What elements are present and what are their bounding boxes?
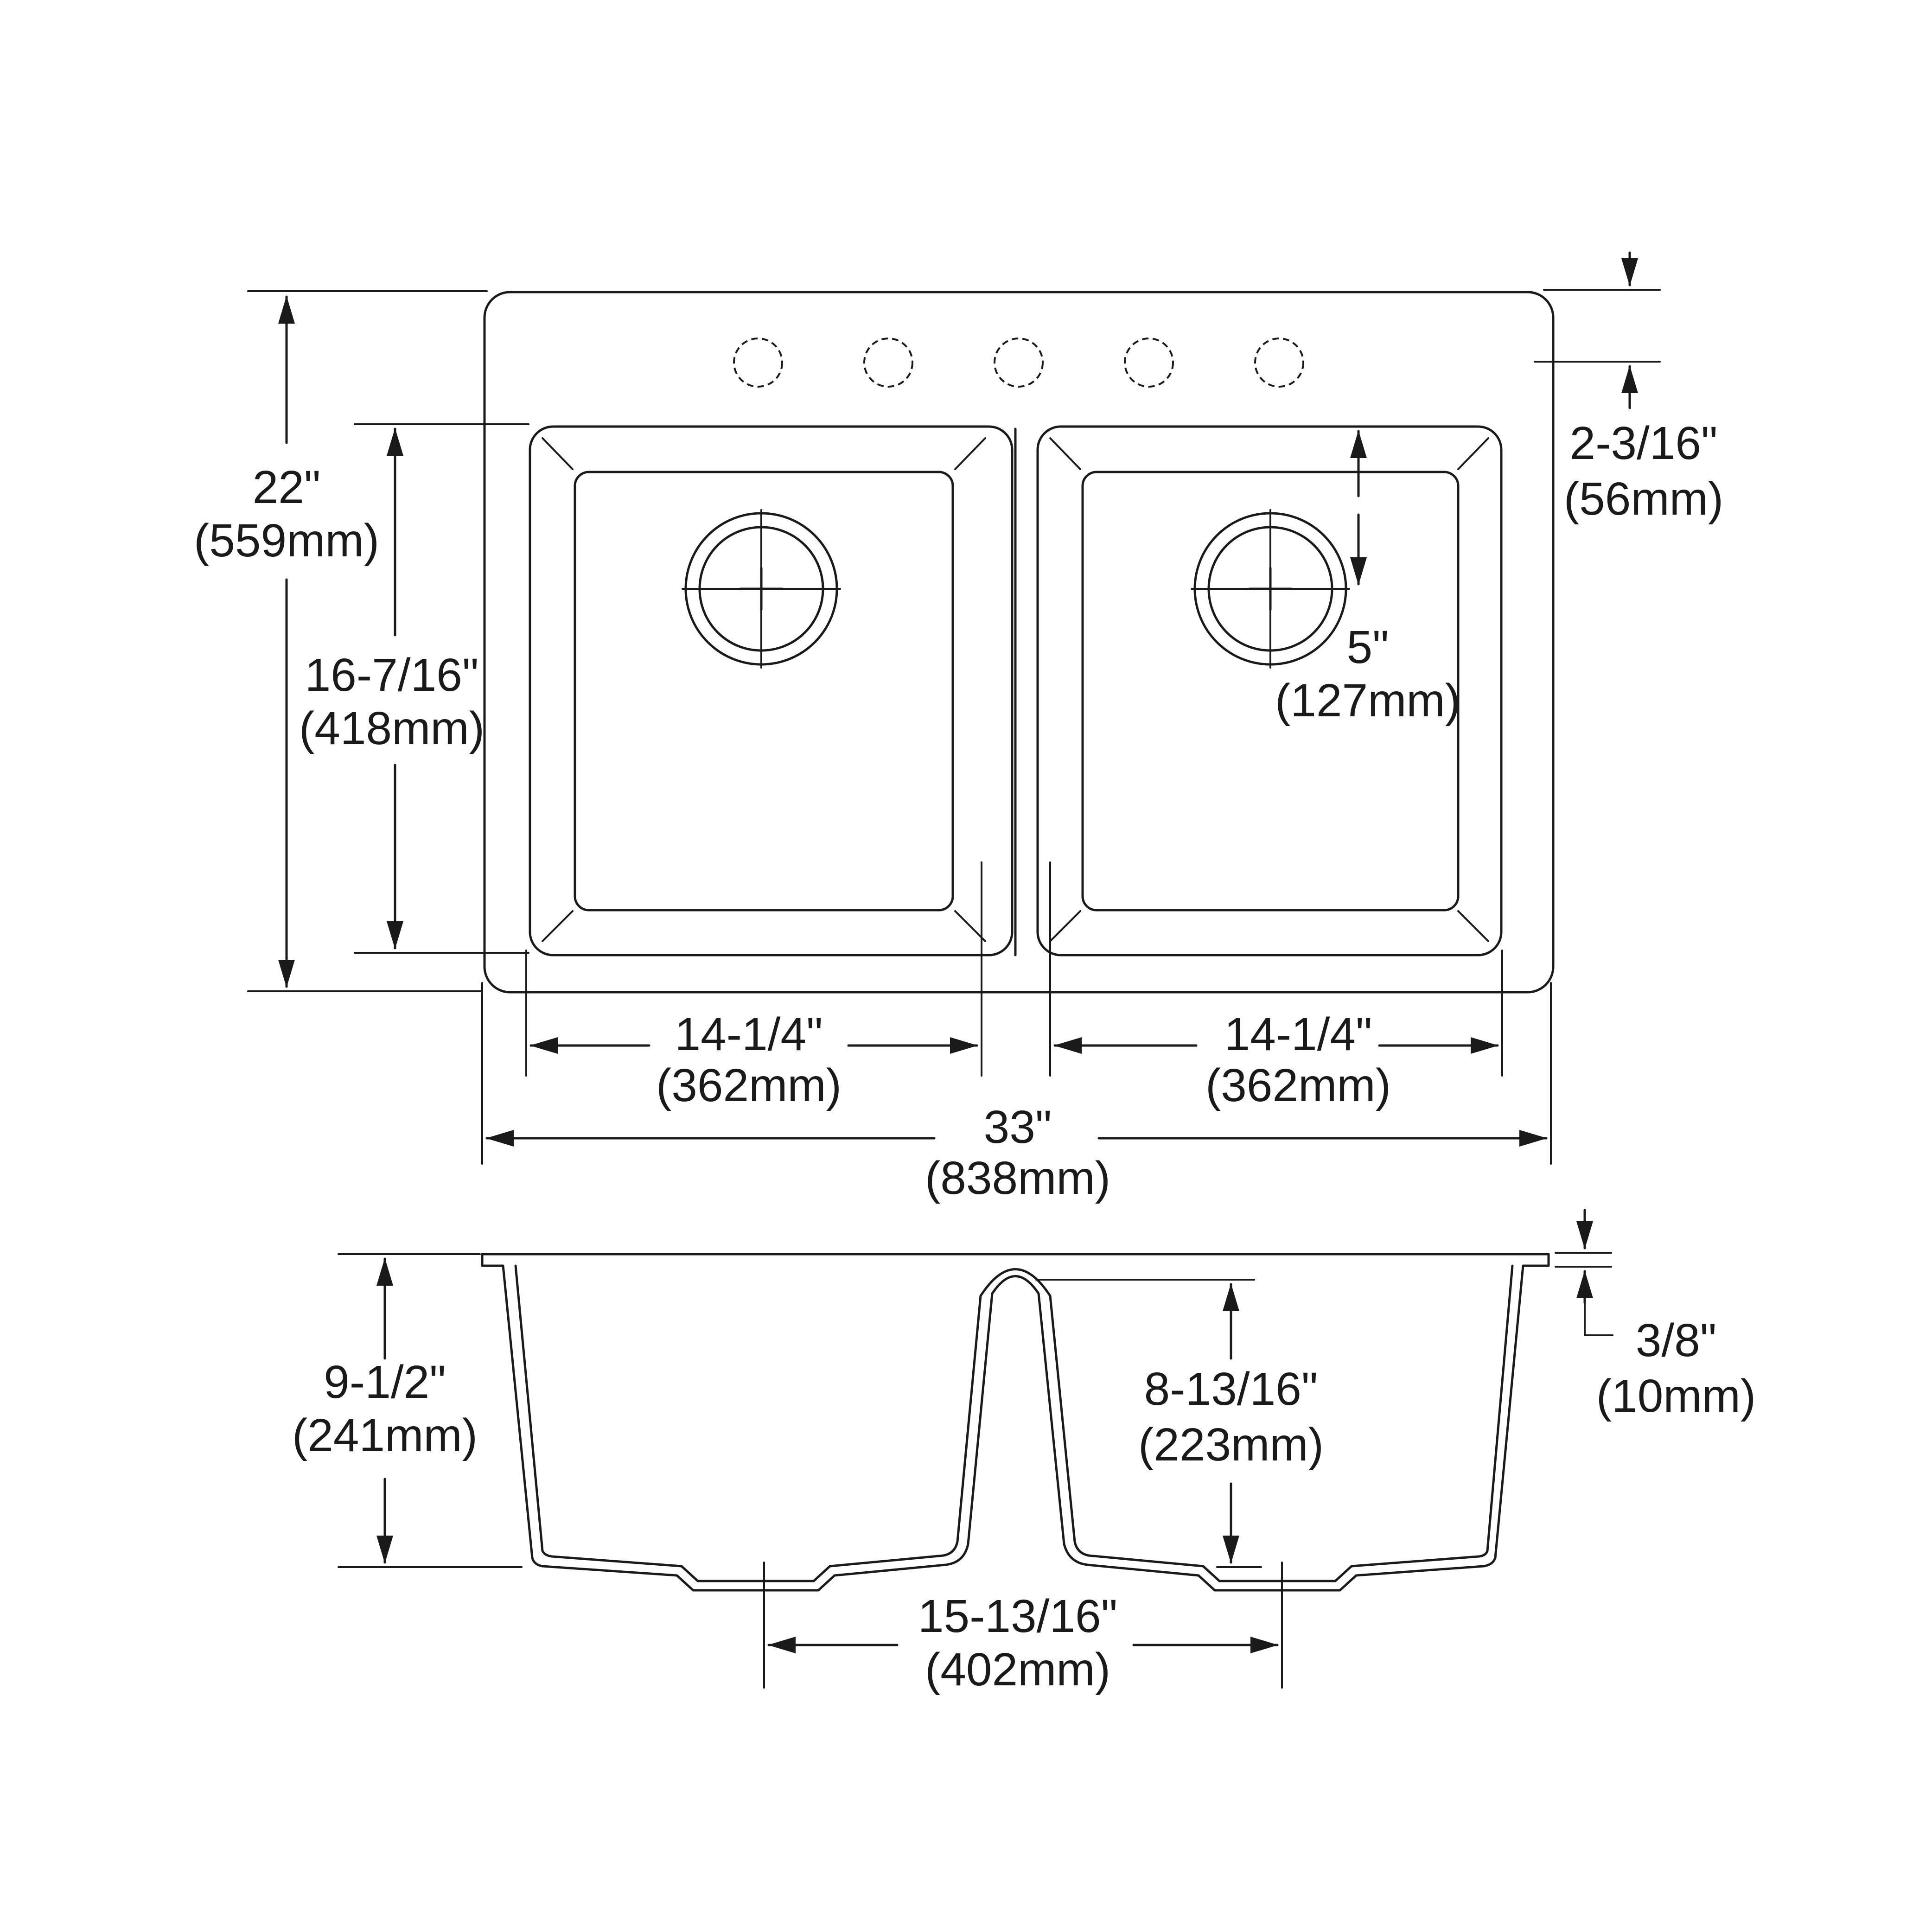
left-bowl-width-in: 14-1/4" [675,1008,823,1060]
drain-offset-in: 5" [1346,621,1389,673]
sink-profile-inner [514,1264,1514,1582]
bowl-depth-in: 16-7/16" [305,649,479,701]
rim-thickness-mm: (10mm) [1596,1370,1756,1422]
overall-height-in: 9-1/2" [324,1356,446,1408]
faucet-hole-4 [1124,338,1174,388]
overall-width-in: 33" [984,1101,1052,1153]
overall-height-mm: (241mm) [292,1409,478,1461]
overall-depth-in: 22" [253,461,321,513]
bowl-depth-mm: (418mm) [299,702,485,754]
dim-rim-thickness: 3/8" (10mm) [1576,1209,1756,1422]
drain-spacing-mm: (402mm) [925,1644,1110,1696]
faucet-hole-3 [994,338,1044,388]
left-drain [682,509,841,669]
faucet-holes [733,338,1304,388]
faucet-hole-2 [863,338,913,388]
sink-outline [483,291,1555,994]
rim-thickness-in: 3/8" [1636,1314,1717,1366]
sink-profile-outer [481,1253,1550,1592]
dim-left-bowl-width: 14-1/4" (362mm) [529,1008,978,1111]
overall-depth-mm: (559mm) [194,515,379,567]
dim-bowl-height: 8-13/16" (223mm) [1138,1283,1324,1564]
left-bowl-width-mm: (362mm) [656,1059,842,1111]
back-ledge-mm: (56mm) [1564,473,1723,525]
drain-offset-mm: (127mm) [1275,675,1460,727]
overall-width-mm: (838mm) [925,1152,1110,1204]
faucet-hole-1 [733,338,783,388]
dim-drain-offset: 5" (127mm) [1275,430,1460,727]
right-bowl-width-in: 14-1/4" [1224,1008,1372,1060]
bowl-height-mm: (223mm) [1138,1419,1324,1471]
faucet-hole-5 [1254,338,1304,388]
right-bowl [1036,425,1503,956]
dim-right-bowl-width: 14-1/4" (362mm) [1053,1008,1499,1111]
bowl-height-in: 8-13/16" [1144,1363,1318,1415]
right-drain [1191,509,1350,669]
top-view: 22" (559mm) 16-7/16" (418mm) 2-3/16" (56… [194,251,1723,1204]
dim-drain-spacing: 15-13/16" (402mm) [767,1590,1279,1696]
left-bowl [529,425,1014,956]
dim-overall-width: 33" (838mm) [485,1101,1548,1204]
side-view: 9-1/2" (241mm) 8-13/16" (223mm) 3/8" (10… [292,1209,1756,1696]
dim-overall-height: 9-1/2" (241mm) [292,1257,478,1564]
back-ledge-in: 2-3/16" [1569,417,1717,469]
dim-back-ledge: 2-3/16" (56mm) [1564,251,1723,525]
drain-spacing-in: 15-13/16" [918,1590,1117,1642]
dim-overall-depth: 22" (559mm) [194,295,379,988]
dim-bowl-depth: 16-7/16" (418mm) [299,427,485,950]
right-bowl-width-mm: (362mm) [1205,1059,1391,1111]
